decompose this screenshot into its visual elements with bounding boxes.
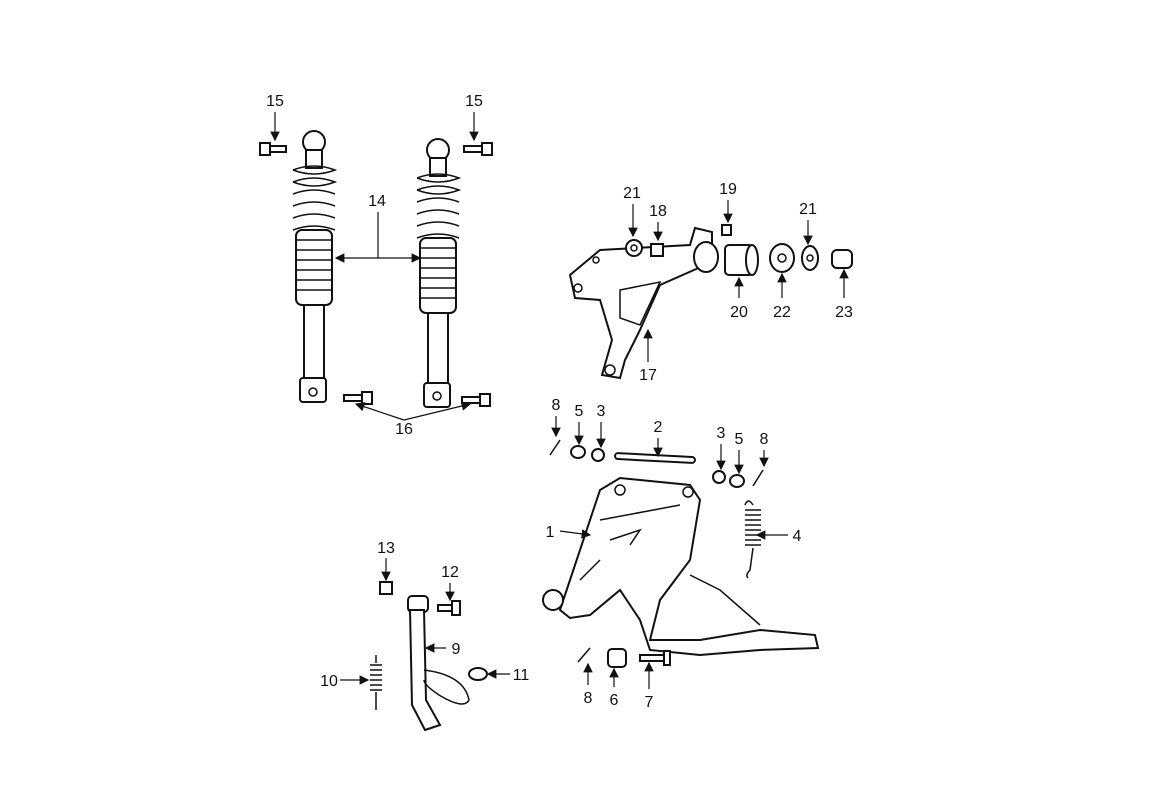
callout-9: 9: [452, 641, 461, 658]
callout-5: 5: [735, 431, 744, 448]
part-19: [721, 224, 732, 236]
callout-8: 8: [552, 397, 561, 414]
callout-6: 6: [610, 692, 619, 709]
bolt-15-left: [259, 142, 287, 156]
washer-21-left: [625, 239, 643, 257]
callout-13: 13: [377, 540, 395, 557]
center-stand: [542, 476, 820, 657]
washer-21-right: [801, 245, 819, 271]
callout-19: 19: [719, 181, 737, 198]
spring-4: [744, 500, 761, 579]
callout-2: 2: [654, 419, 663, 436]
spring-10: [370, 655, 382, 710]
pin-18: [650, 243, 664, 257]
spacer-23: [831, 249, 853, 269]
split-pin-8c: [577, 647, 591, 663]
callout-4: 4: [793, 528, 802, 545]
shock-absorber-left: [292, 130, 338, 403]
callout-14: 14: [368, 193, 386, 210]
washer-5a: [570, 445, 586, 459]
side-stand: [407, 595, 470, 732]
split-pin-8b: [752, 469, 764, 487]
callout-23: 23: [835, 304, 853, 321]
bushing-6: [607, 648, 627, 668]
callout-17: 17: [639, 367, 657, 384]
shaft-2: [614, 452, 696, 464]
bearing-22: [769, 243, 795, 273]
bolt-15-right: [463, 142, 493, 156]
callout-15: 15: [266, 93, 284, 110]
bolt-16-left: [343, 391, 373, 405]
callout-10: 10: [320, 673, 338, 690]
callout-11: 11: [513, 667, 530, 684]
callout-8: 8: [584, 690, 593, 707]
leader-lines: [270, 112, 849, 689]
washer-3b: [712, 470, 726, 484]
callout-1: 1: [546, 524, 555, 541]
callout-20: 20: [730, 304, 748, 321]
bolt-16-right: [461, 393, 491, 407]
split-pin-8a: [549, 439, 561, 456]
callout-8: 8: [760, 431, 769, 448]
callout-21: 21: [623, 185, 641, 202]
washer-3a: [591, 448, 605, 462]
callout-16: 16: [395, 421, 413, 438]
pin-7: [639, 650, 671, 666]
callout-7: 7: [645, 694, 654, 711]
callout-22: 22: [773, 304, 791, 321]
rubber-11: [468, 667, 488, 681]
callout-3: 3: [597, 403, 606, 420]
shock-absorber-right: [416, 138, 462, 408]
callout-15: 15: [465, 93, 483, 110]
callout-5: 5: [575, 403, 584, 420]
washer-5b: [729, 474, 745, 488]
bushing-20: [724, 244, 759, 276]
callout-12: 12: [441, 564, 459, 581]
callout-3: 3: [717, 425, 726, 442]
bolt-12: [437, 600, 461, 616]
engine-bracket: [568, 226, 719, 380]
callout-21: 21: [799, 201, 817, 218]
nut-13: [379, 581, 393, 595]
callout-18: 18: [649, 203, 667, 220]
